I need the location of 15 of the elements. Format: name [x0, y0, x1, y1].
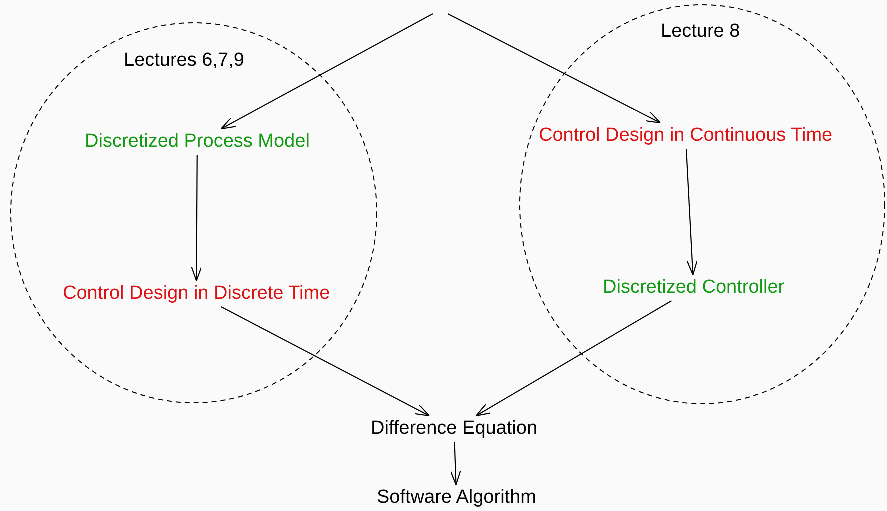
- step-label: Discretized Process Model: [82, 129, 313, 155]
- step-label: Control Design in Discrete Time: [60, 281, 334, 307]
- step-label: Difference Equation: [368, 416, 541, 442]
- arrow: [686, 148, 698, 276]
- step-label: Control Design in Continuous Time: [536, 123, 836, 149]
- step-label: Software Algorithm: [374, 485, 540, 511]
- arrow: [448, 14, 661, 124]
- arrow: [450, 442, 462, 486]
- arrow: [191, 155, 202, 282]
- group-label: Lectures 6,7,9: [124, 50, 244, 72]
- group-label: Lecture 8: [661, 21, 740, 43]
- arrow: [476, 300, 672, 417]
- step-label: Discretized Controller: [600, 275, 788, 301]
- arrow: [220, 14, 434, 130]
- arrow: [221, 306, 430, 417]
